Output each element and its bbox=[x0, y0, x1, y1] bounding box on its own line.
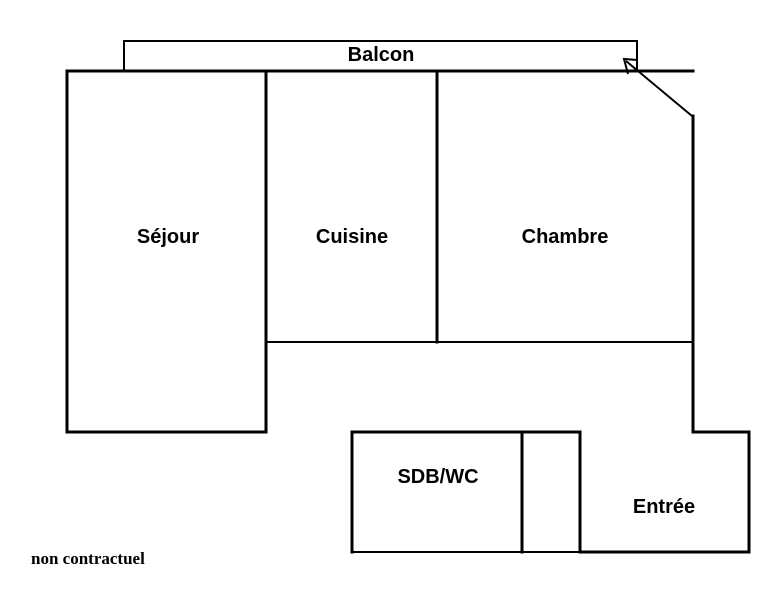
interior-walls bbox=[264, 69, 693, 434]
balcony: Balcon bbox=[123, 40, 638, 70]
cuisine-label: Cuisine bbox=[316, 226, 388, 248]
sejour-label: Séjour bbox=[137, 226, 199, 248]
disclaimer-note: non contractuel bbox=[31, 549, 145, 568]
sdb-wc-label: SDB/WC bbox=[397, 466, 478, 488]
apartment-walls bbox=[65, 69, 751, 554]
door-arrow-head bbox=[622, 57, 639, 75]
door-arrow-line bbox=[625, 60, 693, 117]
bathroom-block bbox=[350, 430, 582, 554]
entree-label: Entrée bbox=[633, 496, 695, 518]
balcony-outline bbox=[123, 40, 638, 70]
chambre-label: Chambre bbox=[522, 226, 609, 248]
balcony-label: Balcon bbox=[348, 44, 415, 66]
balcony-door-arrow bbox=[622, 57, 693, 117]
